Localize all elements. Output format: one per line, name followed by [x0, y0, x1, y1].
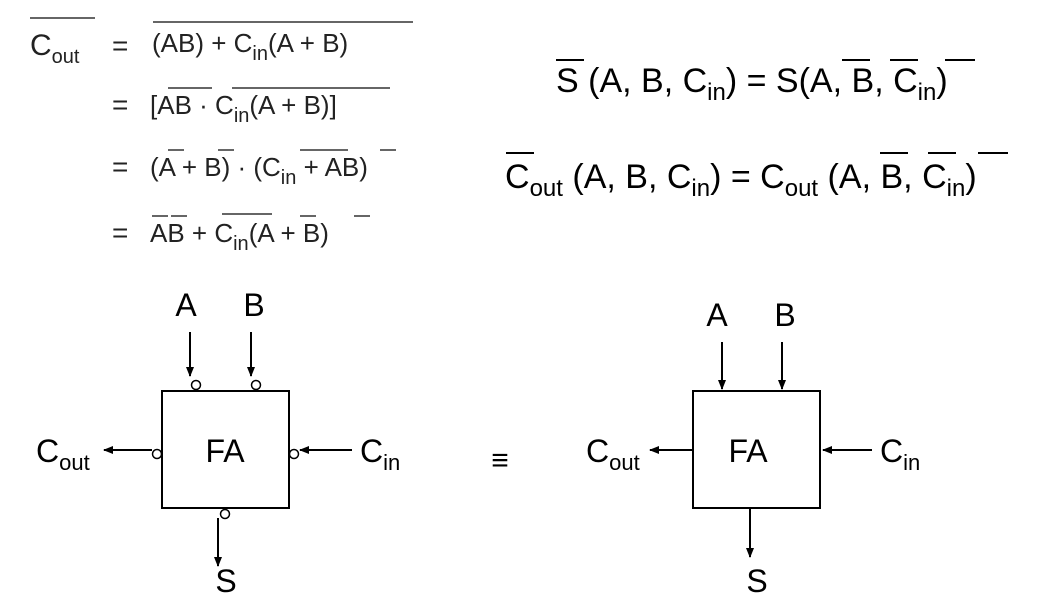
left-sum-bubble: [219, 508, 231, 520]
derivation-line-2: [AB · Cin(A + B)]: [150, 90, 337, 127]
left-carry-in-bubble: [288, 448, 300, 460]
derivation-equals-1: =: [112, 30, 128, 61]
equivalence-symbol: ≡: [491, 444, 509, 477]
derivation-line-1: (AB) + Cin(A + B): [152, 28, 348, 65]
carry-out-derivation: Cout = (AB) + Cin(A + B) = [AB · Cin(A +…: [30, 17, 413, 255]
left-carry-out-bubble: [151, 448, 163, 460]
left-input-a-bubble: [190, 379, 202, 391]
derivation-line-3: (A + B) · (Cin + AB): [150, 152, 368, 189]
derivation-equals-3: =: [112, 151, 128, 182]
left-fa-box: [161, 390, 290, 509]
derivation-equals-2: =: [112, 89, 128, 120]
right-full-adder: FA A B Cin Cout S: [586, 297, 920, 599]
left-carry-in-label: Cin: [360, 433, 400, 475]
right-fa-label: FA: [728, 433, 768, 469]
left-input-a-label: A: [175, 287, 197, 323]
left-fa-label: FA: [205, 433, 245, 469]
right-input-b-label: B: [774, 297, 795, 333]
sum-identity-text: S (A, B, Cin) = S(A, B, Cin): [556, 62, 948, 106]
derivation-lhs: Cout: [30, 29, 80, 68]
right-fa-box: [692, 390, 821, 509]
left-input-b-label: B: [243, 287, 264, 323]
left-sum-label: S: [215, 563, 236, 599]
right-sum-label: S: [746, 563, 767, 599]
left-full-adder: FA A B Cin Cout S: [36, 287, 400, 599]
carry-identity-text: Cout (A, B, Cin) = Cout (A, B, Cin): [505, 158, 977, 202]
right-carry-in-label: Cin: [880, 433, 920, 475]
derivation-line-4: AB + Cin(A + B): [150, 218, 329, 255]
carry-identity: Cout (A, B, Cin) = Cout (A, B, Cin): [505, 152, 1008, 202]
derivation-equals-4: =: [112, 217, 128, 248]
left-carry-out-label: Cout: [36, 433, 90, 475]
right-carry-out-label: Cout: [586, 433, 640, 475]
right-input-a-label: A: [706, 297, 728, 333]
left-input-b-bubble: [250, 379, 262, 391]
sum-identity: S (A, B, Cin) = S(A, B, Cin): [556, 59, 975, 106]
